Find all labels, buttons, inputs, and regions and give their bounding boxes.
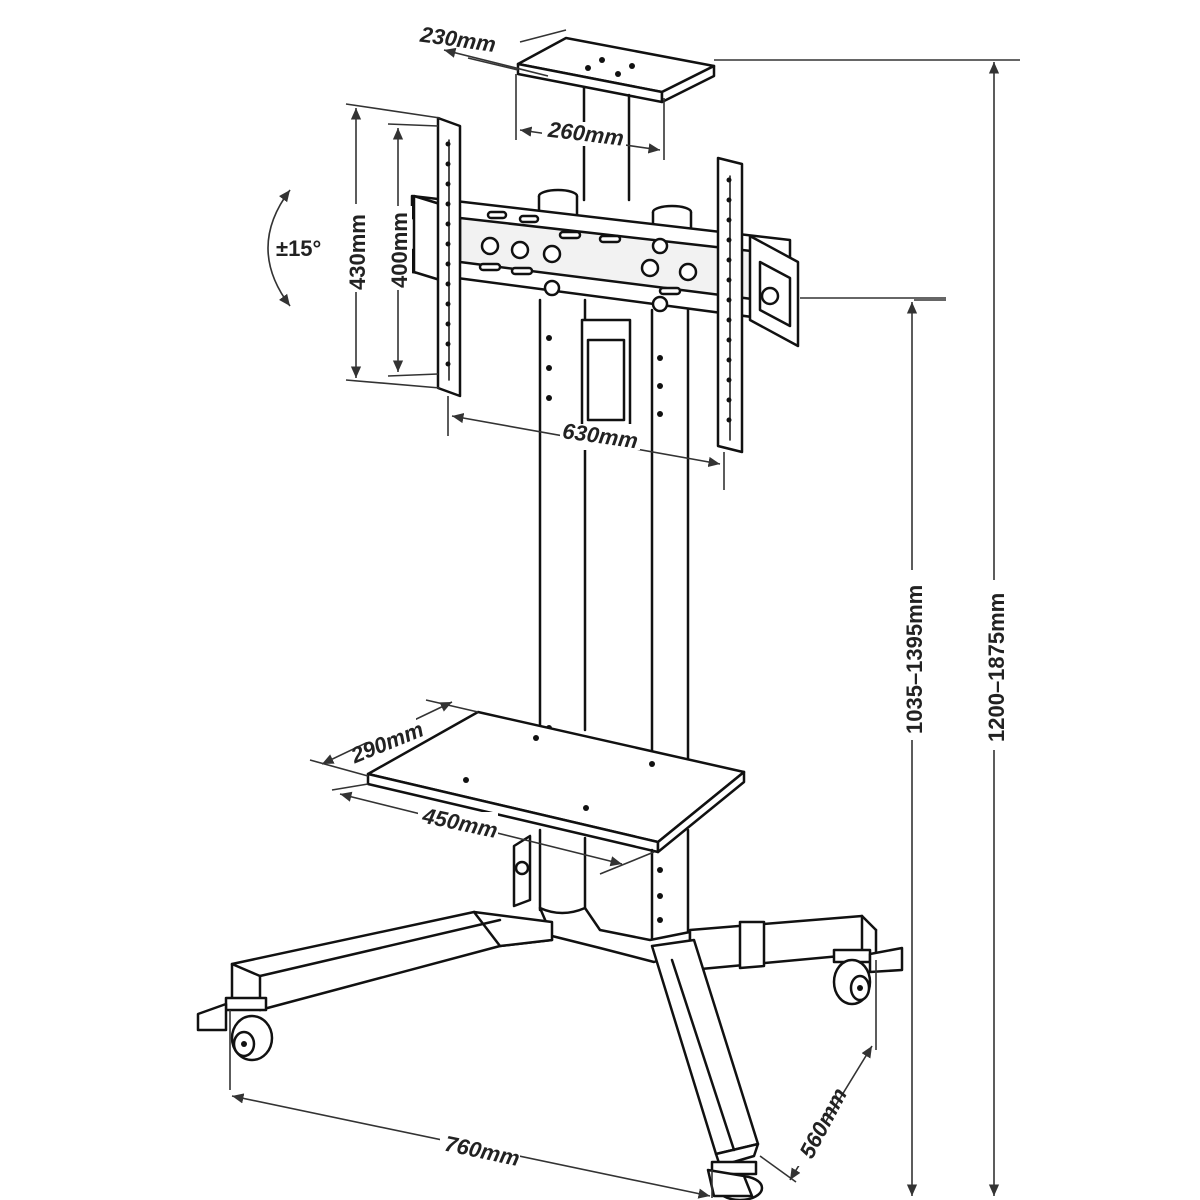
center-slider (580, 318, 632, 432)
label-bracket-outer-height: 430mm (345, 214, 370, 290)
caster-right (832, 946, 904, 1006)
top-shelf (516, 36, 716, 202)
column-right (650, 308, 690, 762)
base-frame (230, 906, 878, 1168)
vesa-arm-right (716, 156, 744, 454)
dim-base-width: 760mm (229, 1010, 713, 1199)
dim-bracket-width: 630mm (447, 396, 725, 490)
dim-bracket-inner-height: 400mm (386, 123, 439, 377)
caster-front (706, 1160, 764, 1200)
dim-bracket-outer-height: 430mm (344, 103, 441, 389)
dim-top-shelf-width: 260mm (515, 74, 665, 160)
label-tilt: ±15° (276, 236, 321, 261)
dim-overall-height-range: 1200–1875mm (980, 62, 1009, 1196)
label-bracket-height-range: 1035–1395mm (902, 585, 927, 734)
column-left (538, 298, 587, 732)
caster-left (196, 996, 274, 1062)
label-bracket-inner-height: 400mm (387, 212, 412, 288)
label-top-shelf-depth: 230mm (418, 22, 498, 57)
dim-tilt: ±15° (267, 189, 321, 307)
label-overall-height-range: 1200–1875mm (984, 593, 1009, 742)
dim-bracket-height-range: 1035–1395mm (898, 302, 927, 1196)
vesa-arm-left (436, 116, 462, 398)
